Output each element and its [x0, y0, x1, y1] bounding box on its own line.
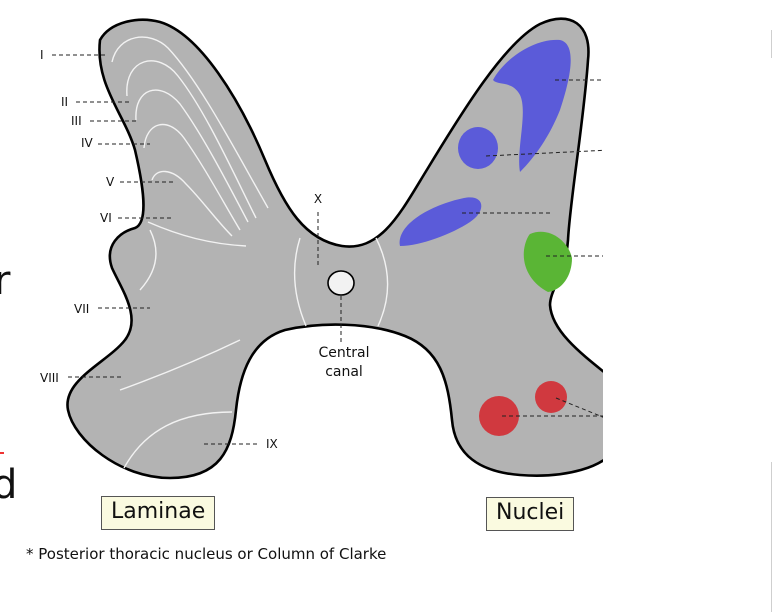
nuclei-legend-box: Nuclei — [486, 497, 575, 531]
laminae-legend-box: Laminae — [101, 496, 216, 530]
cropped-letter-d: d — [0, 462, 18, 508]
lamina-boundary-9 — [123, 411, 233, 469]
central-canal — [327, 270, 355, 296]
central-canal-label-line1: Central — [319, 345, 370, 361]
nucleus-green-lateral — [523, 231, 572, 292]
lamina-x-boundary-right — [375, 237, 389, 327]
lamina-label-x: X — [314, 192, 322, 206]
nucleus-blue-round — [458, 127, 498, 169]
lamina-boundary-4 — [143, 123, 241, 231]
window-edge-top — [771, 30, 772, 58]
lamina-boundary-2 — [126, 60, 257, 219]
lamina-label-vii: VII — [74, 302, 89, 316]
footnote: * Posterior thoracic nucleus or Column o… — [26, 545, 387, 563]
lamina-boundary-7 — [139, 229, 157, 291]
nucleus-blue-oblong — [399, 197, 482, 246]
leader-nucleus-5 — [555, 397, 603, 418]
lamina-label-vi: VI — [100, 211, 112, 225]
lamina-label-ii: II — [61, 95, 68, 109]
window-edge-bottom — [771, 462, 772, 612]
lamina-boundary-1 — [111, 36, 269, 209]
lamina-label-iii: III — [71, 114, 82, 128]
lamina-label-ix: IX — [266, 437, 278, 451]
lamina-boundary-8 — [119, 339, 241, 391]
lamina-label-iv: IV — [81, 136, 94, 150]
lamina-boundary-6 — [147, 221, 247, 247]
lamina-label-i: I — [40, 48, 44, 62]
nucleus-red-large — [479, 396, 519, 436]
central-canal-label-line2: canal — [325, 364, 363, 380]
cropped-letter-r: r — [0, 258, 11, 304]
red-edge-mark — [0, 452, 4, 454]
lamina-boundary-5 — [151, 170, 233, 237]
lamina-x-boundary-left — [293, 237, 307, 327]
lamina-label-v: V — [106, 175, 115, 189]
lamina-label-viii: VIII — [40, 371, 59, 385]
nucleus-blue-posteromarginal — [493, 39, 571, 173]
nucleus-red-small — [535, 381, 567, 413]
lamina-boundary-3 — [135, 89, 249, 223]
